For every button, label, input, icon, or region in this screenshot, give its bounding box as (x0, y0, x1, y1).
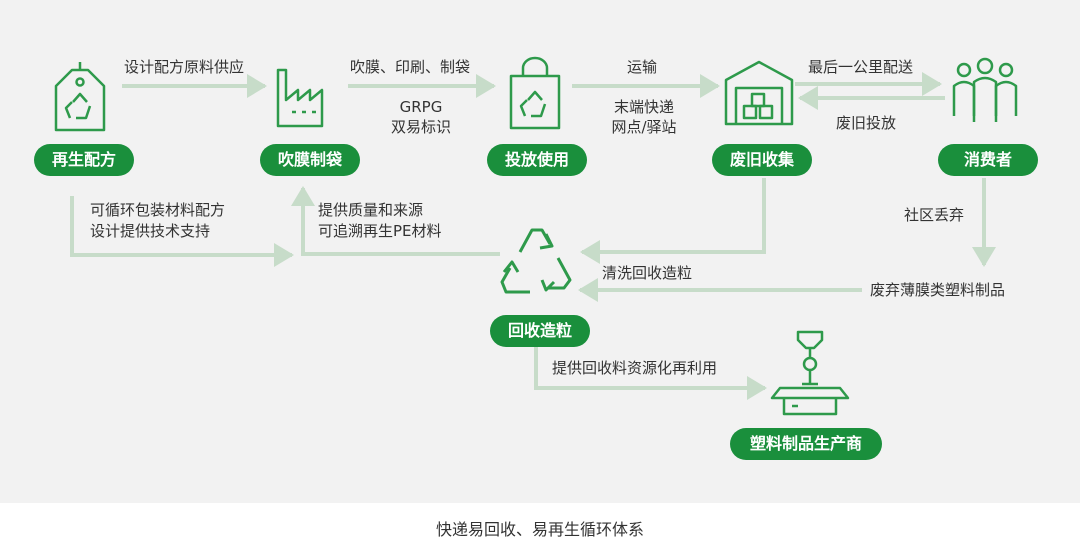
label-double-easy-mark: 双易标识 (390, 118, 451, 136)
label-waste-film-products: 废弃薄膜类塑料制品 (870, 281, 1006, 299)
label-formula-support-2: 设计提供技术支持 (90, 222, 211, 240)
label-wash-pelletize: 清洗回收造粒 (602, 264, 693, 282)
node-recycled-formula: 再生配方 (34, 144, 134, 176)
factory-icon (276, 68, 324, 128)
label-quality-source-2: 可追溯再生PE材料 (318, 222, 442, 240)
label-express-station: 网点/驿站 (611, 118, 677, 136)
arrow-pellet-to-producer (534, 346, 767, 400)
label-last-mile: 最后一公里配送 (808, 58, 914, 76)
label-waste-drop: 废旧投放 (836, 114, 897, 132)
label-formula-to-blow: 设计配方原料供应 (124, 58, 245, 76)
shopping-bag-recycle-icon (509, 56, 561, 130)
consumers-icon (952, 57, 1018, 122)
label-quality-source-1: 提供质量和来源 (318, 201, 424, 219)
label-community-discard: 社区丢弃 (904, 206, 965, 224)
node-film-blowing-bag: 吹膜制袋 (260, 144, 360, 176)
arrow-formula-down (70, 196, 294, 267)
node-plastic-producer: 塑料制品生产商 (730, 428, 882, 460)
robot-arm-box-icon (770, 330, 850, 416)
recycle-tag-icon (54, 62, 106, 132)
label-recycled-reuse: 提供回收料资源化再利用 (552, 359, 718, 377)
recycle-icon (500, 228, 572, 294)
label-transport: 运输 (626, 58, 657, 76)
node-waste-collection: 废旧收集 (712, 144, 812, 176)
figure-caption: 快递易回收、易再生循环体系 (435, 520, 644, 539)
node-consumer: 消费者 (938, 144, 1038, 176)
label-express-outlet: 末端快递 (613, 98, 674, 116)
arrow-collect-to-pellet (580, 178, 766, 264)
label-formula-support-1: 可循环包装材料配方 (90, 201, 226, 219)
flow-arrows (70, 72, 996, 400)
label-grpg: GRPG (399, 98, 443, 116)
node-recycling-pelletizing: 回收造粒 (490, 315, 590, 347)
node-deployment-use: 投放使用 (487, 144, 587, 176)
warehouse-icon (724, 60, 794, 126)
label-blow-to-use: 吹膜、印刷、制袋 (350, 58, 471, 76)
arrow-pellet-up (291, 186, 500, 256)
